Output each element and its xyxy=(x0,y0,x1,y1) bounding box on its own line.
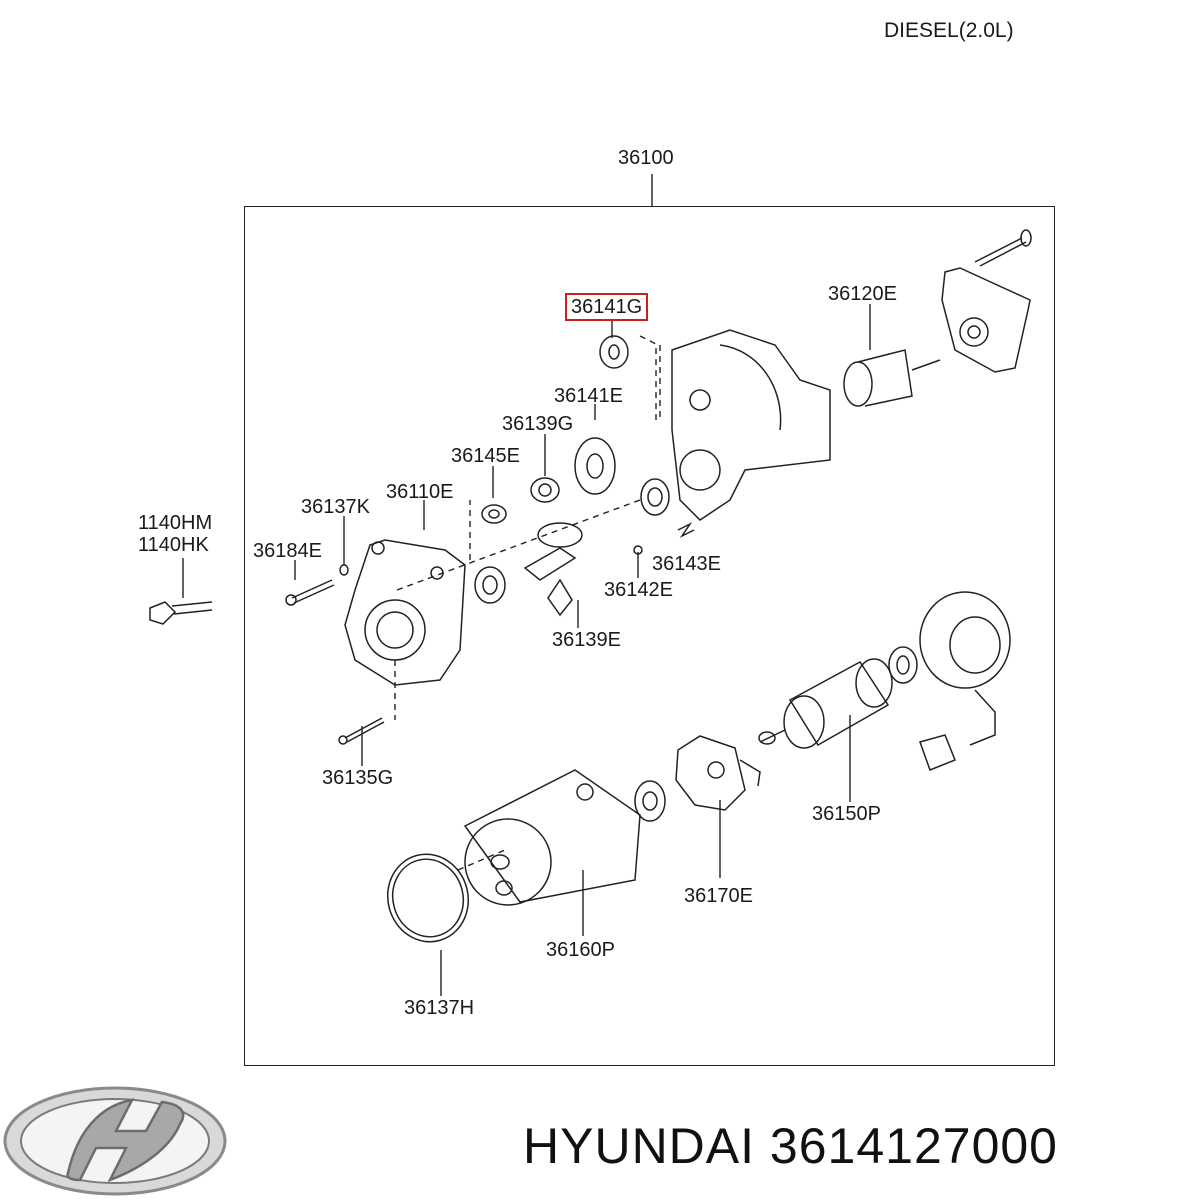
part-label-36110E[interactable]: 36110E xyxy=(386,481,454,503)
part-label-36160P[interactable]: 36160P xyxy=(546,939,615,961)
part-label-36150P[interactable]: 36150P xyxy=(812,803,881,825)
part-label-36141E[interactable]: 36141E xyxy=(554,385,623,407)
diagram-frame xyxy=(244,206,1055,1066)
part-label-36143E[interactable]: 36143E xyxy=(652,553,721,575)
part-label-36120E[interactable]: 36120E xyxy=(828,283,897,305)
part-label-36135G[interactable]: 36135G xyxy=(322,767,394,789)
engine-label: DIESEL(2.0L) xyxy=(884,19,1014,42)
part-label-36139E[interactable]: 36139E xyxy=(552,629,621,651)
brand-part-number: HYUNDAI 3614127000 xyxy=(523,1118,1058,1174)
part-label-1140HM[interactable]: 1140HM xyxy=(138,512,213,534)
part-label-36141G-highlighted[interactable]: 36141G xyxy=(565,293,649,321)
assembly-part-number: 36100 xyxy=(618,147,674,169)
hyundai-logo-icon xyxy=(3,1086,227,1196)
part-label-36170E[interactable]: 36170E xyxy=(684,885,753,907)
part-label-36142E[interactable]: 36142E xyxy=(604,579,673,601)
part-label-36137K[interactable]: 36137K xyxy=(301,496,370,518)
part-label-36139G[interactable]: 36139G xyxy=(502,413,574,435)
part-label-1140HK[interactable]: 1140HK xyxy=(138,534,209,556)
part-label-36145E[interactable]: 36145E xyxy=(451,445,520,467)
part-label-36184E[interactable]: 36184E xyxy=(253,540,322,562)
part-label-36137H[interactable]: 36137H xyxy=(404,997,475,1019)
